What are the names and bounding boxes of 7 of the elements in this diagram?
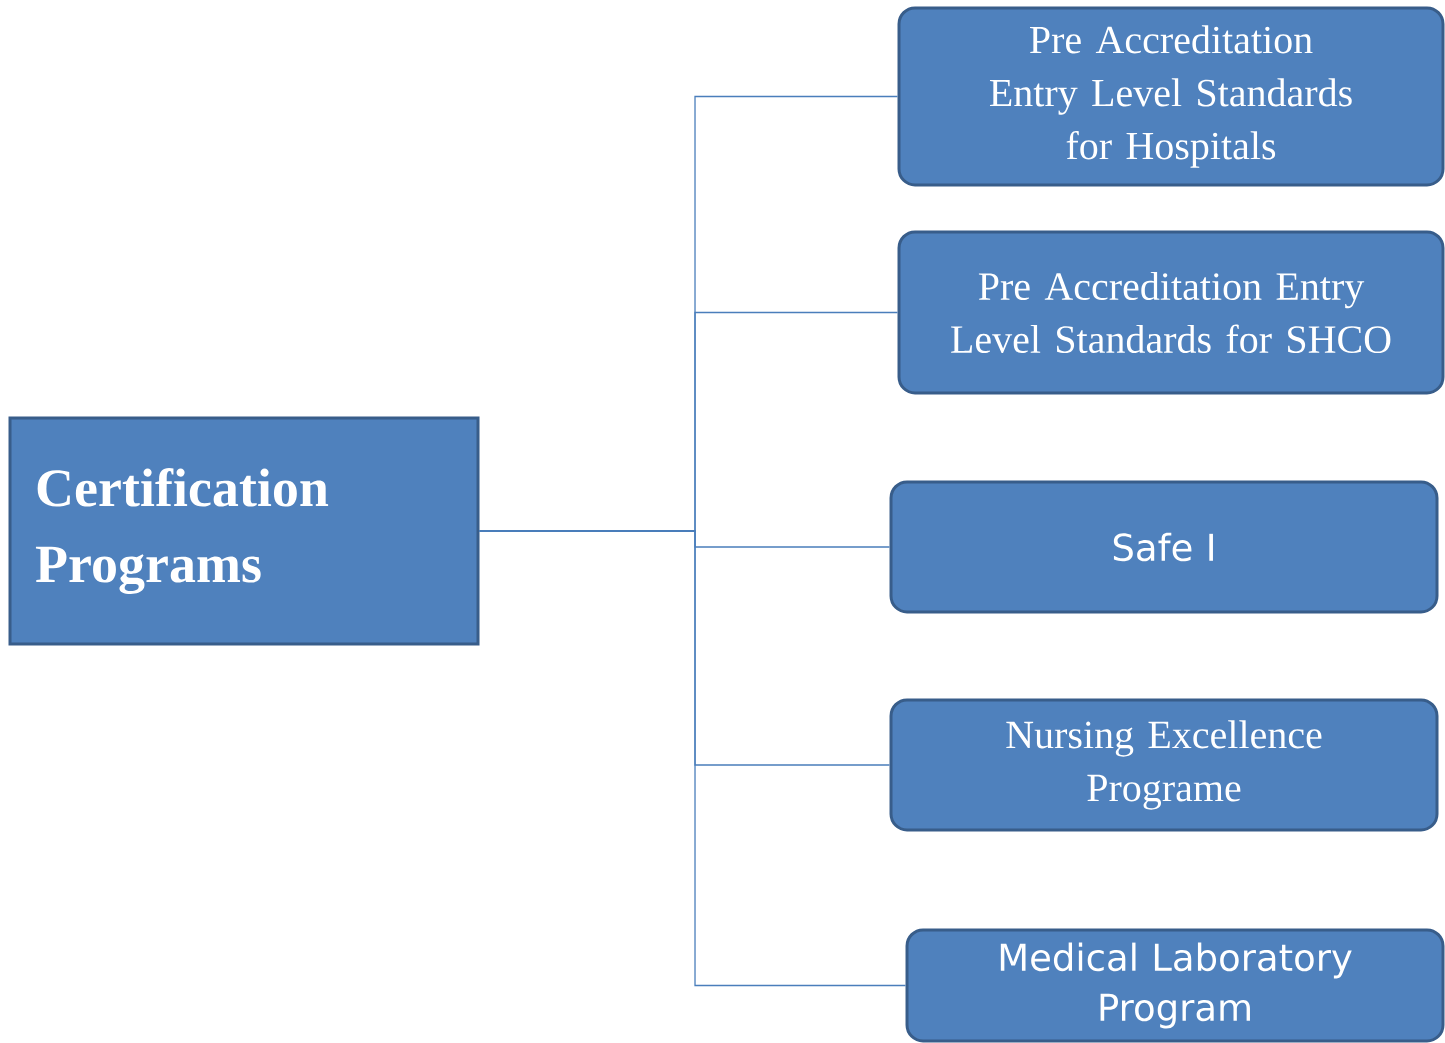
program-box: Nursing Excellence Programe (889, 698, 1439, 832)
program-box: Pre Accreditation Entry Level Standards for SHCO (897, 230, 1445, 395)
connector-line (478, 530, 907, 987)
title-box: Certification Programs (8, 416, 480, 646)
program-box: Medical Laboratory Program (905, 928, 1445, 1043)
program-box: Pre Accreditation Entry Level Standards for Hospitals (897, 6, 1445, 187)
program-box: Safe I (889, 480, 1439, 614)
